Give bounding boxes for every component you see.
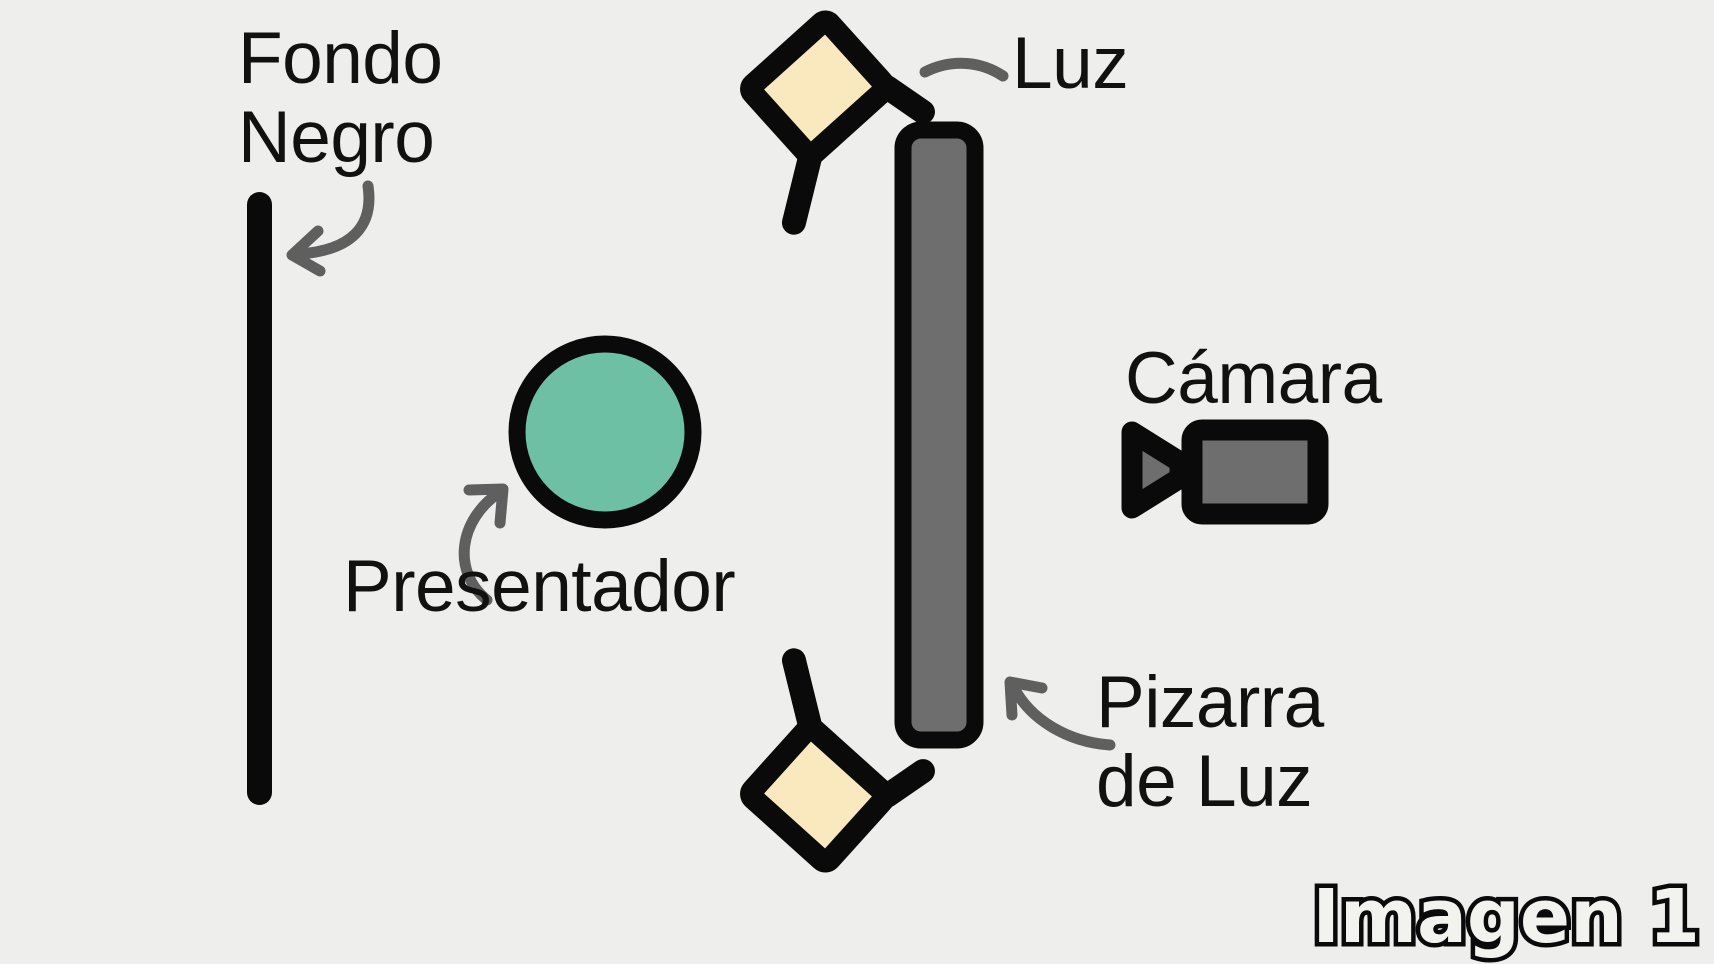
label-camara: Cámara xyxy=(1125,338,1382,419)
camera-icon[interactable] xyxy=(1121,419,1329,525)
light-top-icon[interactable] xyxy=(707,10,935,235)
label-presentador: Presentador xyxy=(343,546,736,627)
label-pizarra-de-luz: Pizarra de Luz xyxy=(1096,662,1324,822)
black-backdrop-shape[interactable] xyxy=(247,192,272,805)
presenter-shape[interactable] xyxy=(508,335,702,529)
label-fondo-negro: Fondo Negro xyxy=(238,18,443,178)
arrow-pizarra xyxy=(1004,676,1116,751)
light-bottom-icon[interactable] xyxy=(707,648,935,873)
arrow-presentador xyxy=(458,483,509,606)
arrow-fondo-negro xyxy=(286,180,375,277)
connector-luz xyxy=(919,57,1009,82)
label-luz: Luz xyxy=(1012,23,1129,104)
light-board-shape[interactable] xyxy=(894,121,984,749)
watermark-imagen-1: Imagen 1 xyxy=(1308,870,1705,964)
